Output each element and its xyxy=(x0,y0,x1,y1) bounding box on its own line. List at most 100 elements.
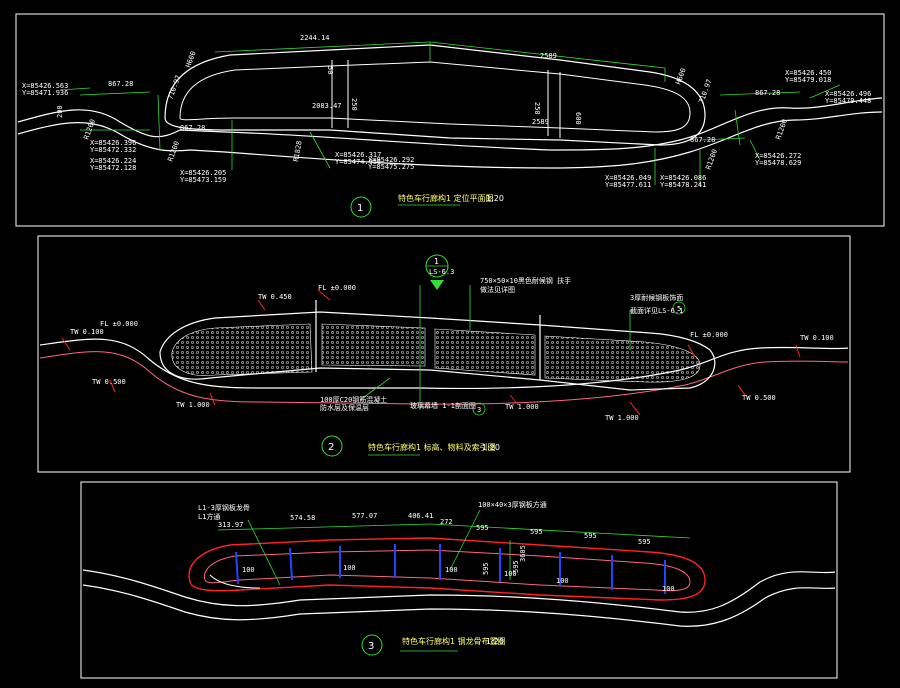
steel-bar xyxy=(289,547,293,581)
coord-x: X=85426.396 xyxy=(90,139,136,147)
coord-y: Y=85472.332 xyxy=(90,146,136,154)
callout-circle xyxy=(472,402,486,416)
level-note: TW 1.000 xyxy=(605,414,639,422)
framing-note: L1方通 xyxy=(198,512,220,521)
infill-panel xyxy=(171,323,313,376)
panel2-number: 2 xyxy=(328,442,334,453)
coord-y: Y=85477.611 xyxy=(605,181,651,189)
frame-inner-curve xyxy=(209,574,261,589)
shelter-inner xyxy=(179,61,691,133)
coord-x: X=85426.205 xyxy=(180,169,226,177)
steel-bar xyxy=(235,551,239,585)
material-note: 3厚耐候钢板饰面 xyxy=(630,293,683,302)
spacing-label: 100 xyxy=(504,570,517,578)
level-note: TW 1.000 xyxy=(176,401,210,409)
coord-x: X=85426.049 xyxy=(605,174,651,182)
road-edge-upper xyxy=(17,97,883,151)
dim-line xyxy=(214,41,431,53)
level-note: FL ±0.000 xyxy=(100,320,138,328)
coord-x: X=85426.496 xyxy=(825,90,871,98)
section-marker-number: 1 xyxy=(434,257,439,266)
panel1-title: 特色车行廊构1 定位平面图 xyxy=(398,193,494,203)
framing-note: L1-3厚钢板龙骨 xyxy=(198,503,250,512)
level-note: TW 0.100 xyxy=(800,334,834,342)
dim-label: 710.97 xyxy=(697,78,713,105)
panel2-frame xyxy=(37,235,851,473)
dim-line xyxy=(734,109,741,146)
panel2-scale: 1:20 xyxy=(482,443,500,452)
dim-label: 200 xyxy=(56,105,64,118)
spacing-label: 100 xyxy=(445,566,458,574)
level-note: FL ±0.000 xyxy=(690,331,728,339)
road-edge-lower xyxy=(82,584,836,627)
infill-panel xyxy=(544,335,701,383)
level-tick xyxy=(317,289,331,301)
dim-line xyxy=(429,41,666,69)
material-note: 玻璃幕墙 1-1剖面图 xyxy=(410,401,476,410)
coord-x: X=85426.450 xyxy=(785,69,831,77)
panel2-number-circle xyxy=(321,435,343,457)
dim-label: R1828 xyxy=(292,140,304,162)
level-note: FL ±0.000 xyxy=(318,284,356,292)
dim-label: 50 xyxy=(326,66,334,74)
dim-label: R1200 xyxy=(704,148,719,171)
level-tick xyxy=(61,337,71,351)
level-tick xyxy=(109,379,116,393)
level-note: TW 0.100 xyxy=(70,328,104,336)
callout-number: 3 xyxy=(477,406,481,414)
dim-label: 595 xyxy=(584,532,597,540)
material-note: 100厚C20钢筋混凝土 xyxy=(320,395,387,404)
panel3-number: 3 xyxy=(368,641,374,652)
dim-label: 595 xyxy=(530,528,543,536)
coord-x: X=85426.086 xyxy=(660,174,706,182)
panel2-elevation xyxy=(39,254,849,457)
leader-line xyxy=(247,519,281,586)
road-profile-lower xyxy=(39,351,849,405)
dim-label: 710.97 xyxy=(166,74,182,101)
spacing-label: 3605 xyxy=(519,545,527,562)
spacing-label: 100 xyxy=(242,566,255,574)
dim-line xyxy=(309,131,331,169)
dim-label: 2244.14 xyxy=(300,34,330,42)
coord-y: Y=85479.448 xyxy=(825,97,871,105)
dim-label: 867.28 xyxy=(755,89,780,97)
section-marker-ref: LS-6.3 xyxy=(429,268,454,276)
dim-line xyxy=(59,87,91,91)
coord-x: X=85426.292 xyxy=(368,156,414,164)
dim-label: 867.28 xyxy=(180,124,205,132)
dim-label: 406.41 xyxy=(408,512,433,520)
dim-label: 2083.47 xyxy=(312,102,342,110)
level-note: TW 0.500 xyxy=(92,378,126,386)
spacing-label: 100 xyxy=(662,585,675,593)
panel1-number-circle xyxy=(350,196,372,218)
spacing-label: 595 xyxy=(482,562,490,575)
coord-x: X=85426.563 xyxy=(22,82,68,90)
shelter-outline xyxy=(164,44,706,146)
coord-y: Y=85474.955 xyxy=(335,158,381,166)
level-note: TW 0.450 xyxy=(258,293,292,301)
dim-line xyxy=(699,137,746,141)
frame-outline xyxy=(188,537,706,601)
coord-y: Y=85478.241 xyxy=(660,181,706,189)
panel2-title: 特色车行廊构1 标高、物料及索引图 xyxy=(368,442,496,452)
road-profile-upper xyxy=(39,338,849,390)
panel3-scale: 1:20 xyxy=(486,637,504,646)
dim-label: 250 xyxy=(533,102,541,115)
coord-y: Y=85479.018 xyxy=(785,76,831,84)
dim-line xyxy=(809,84,841,99)
panel1-plan xyxy=(17,41,883,218)
panel3-frame xyxy=(80,481,838,679)
callout-number: 5 xyxy=(677,305,681,313)
road-edge-upper xyxy=(82,569,836,613)
coord-y: Y=85478.629 xyxy=(755,159,801,167)
material-note: 防水层及保温层 xyxy=(320,403,369,412)
panel1-number: 1 xyxy=(357,203,363,214)
material-note: 截面详见LS-6.1 xyxy=(630,306,683,315)
coord-y: Y=85471.936 xyxy=(22,89,68,97)
leader-line xyxy=(449,509,481,571)
spacing-label: 595 xyxy=(512,560,520,573)
level-note: TW 0.500 xyxy=(742,394,776,402)
dim-label: 577.07 xyxy=(352,512,377,520)
coord-x: X=85426.317 xyxy=(335,151,381,159)
